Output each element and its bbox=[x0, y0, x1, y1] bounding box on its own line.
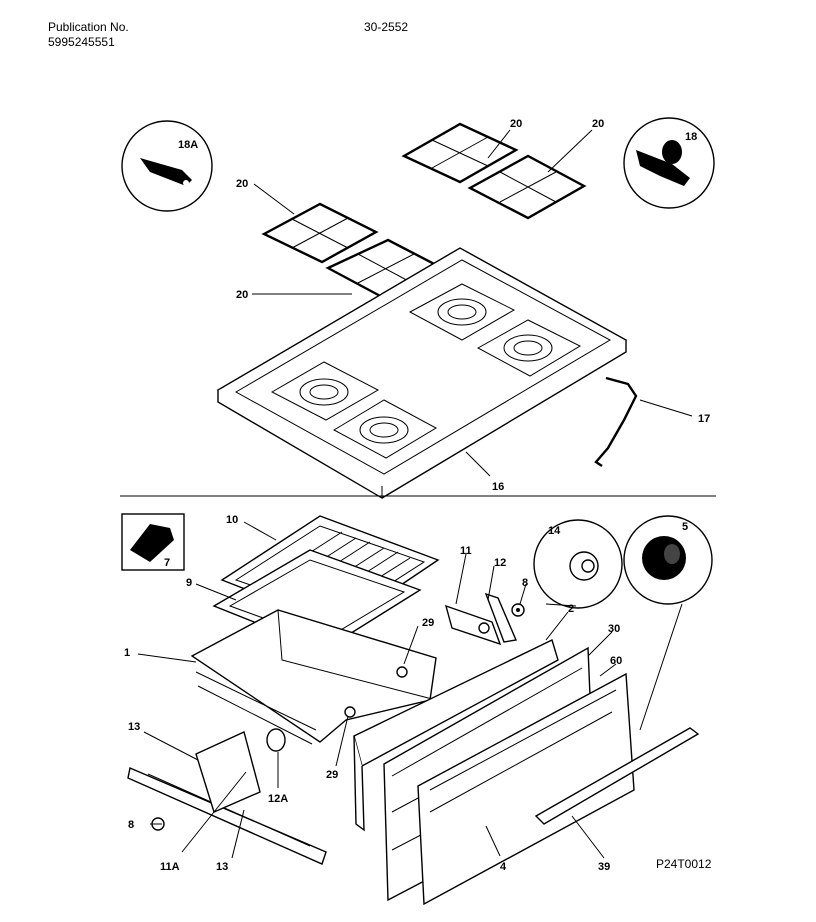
grate-top-right bbox=[467, 154, 587, 220]
inset-14 bbox=[533, 519, 623, 609]
callout-18: 18 bbox=[685, 131, 697, 143]
callout-11a: 11A bbox=[160, 861, 180, 873]
inset-7 bbox=[121, 513, 185, 571]
callout-39: 39 bbox=[598, 861, 610, 873]
callout-16: 16 bbox=[492, 481, 504, 493]
callout-20b: 20 bbox=[236, 289, 248, 301]
part-8-top bbox=[511, 603, 525, 617]
callout-1: 1 bbox=[124, 647, 130, 659]
callout-29-bottom: 29 bbox=[326, 769, 338, 781]
callout-13-top: 13 bbox=[128, 721, 140, 733]
publication-label: Publication No. bbox=[48, 20, 129, 34]
callout-2: 2 bbox=[568, 603, 574, 615]
callout-30: 30 bbox=[608, 623, 620, 635]
grate-top-left bbox=[401, 122, 519, 184]
inset-18a bbox=[121, 120, 213, 212]
callout-18a: 18A bbox=[178, 139, 198, 151]
callout-12: 12 bbox=[494, 557, 506, 569]
callout-20c: 20 bbox=[510, 118, 522, 130]
wire-17 bbox=[594, 376, 638, 467]
callout-10: 10 bbox=[226, 514, 238, 526]
cooktop-16 bbox=[216, 247, 628, 499]
callout-12a: 12A bbox=[268, 793, 288, 805]
inset-5 bbox=[623, 515, 713, 605]
part-29-right bbox=[396, 666, 408, 678]
bracket-13-upper bbox=[195, 731, 261, 813]
leader-lines-bottom bbox=[137, 521, 683, 859]
rail-13 bbox=[127, 767, 327, 865]
callout-60: 60 bbox=[610, 655, 622, 667]
callout-5: 5 bbox=[682, 521, 688, 533]
strip-39 bbox=[534, 727, 700, 825]
callout-13-bottom: 13 bbox=[216, 861, 228, 873]
callout-17: 17 bbox=[698, 413, 710, 425]
callout-11: 11 bbox=[460, 545, 472, 557]
callout-29-top: 29 bbox=[422, 617, 434, 629]
diagram-code: P24T0012 bbox=[656, 857, 712, 871]
callout-20d: 20 bbox=[592, 118, 604, 130]
publication-number: 5995245551 bbox=[48, 35, 115, 49]
callout-8-bottom: 8 bbox=[128, 819, 134, 831]
grate-mid-left bbox=[261, 202, 379, 264]
callout-7: 7 bbox=[164, 557, 170, 569]
callout-9: 9 bbox=[186, 577, 192, 589]
callout-8-top: 8 bbox=[522, 577, 528, 589]
drawer-panel-2 bbox=[353, 639, 559, 832]
part-12a bbox=[266, 728, 286, 752]
callout-20a: 20 bbox=[236, 178, 248, 190]
part-29-left bbox=[344, 706, 356, 718]
callout-4: 4 bbox=[500, 861, 507, 873]
inset-18 bbox=[623, 117, 715, 209]
document-number: 30-2552 bbox=[364, 20, 409, 34]
leader-lines-top bbox=[252, 129, 693, 477]
callout-14: 14 bbox=[548, 525, 561, 537]
bracket-11-12 bbox=[444, 592, 517, 646]
drawer-front-4 bbox=[417, 672, 635, 906]
